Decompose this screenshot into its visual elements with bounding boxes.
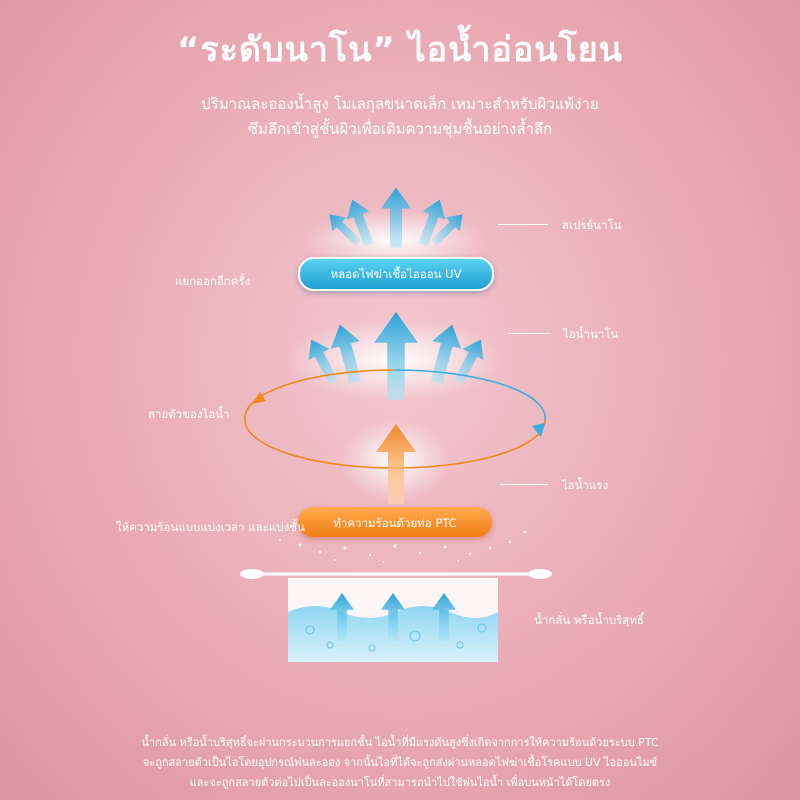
label-nano-steam: ไอน้ำนาโน — [563, 327, 619, 341]
label-nano-spray: สเปรย์นาโน — [562, 218, 622, 232]
label-heating-side: ให้ความร้อนแบบแบ่งเวลา และแบ่งชั้น — [116, 520, 305, 534]
subtitle-line-2: ซึมลึกเข้าสู่ชั้นผิวเพื่อเติมความชุ่มชื้… — [247, 120, 553, 138]
cycle-arrowhead-orange — [252, 392, 266, 404]
label-steam-line: สายตัวของไอน้ำ — [148, 407, 230, 421]
label-water-source: น้ำกลั่น หรือน้ำบริสุทธิ์ — [534, 613, 644, 627]
uv-lamp-pill: หลอดไฟฆ่าเชื้อไอออน UV — [298, 257, 494, 291]
cycle-arc-left-top — [244, 369, 396, 421]
footer-line-1: น้ำกลั่น หรือน้ำบริสุทธิ์จะผ่านกระบวนการ… — [141, 736, 659, 749]
water-bubbles — [305, 623, 487, 652]
label-strong-steam: ไอน้ำแรง — [562, 478, 609, 492]
atomizer-tip-right — [528, 569, 552, 579]
steam-particles — [263, 528, 527, 563]
footer-line-2: จะถูกสลายตัวเป็นไอโดยอุปกรณ์พ่นละออง จาก… — [142, 756, 658, 769]
cycle-arrowhead-blue — [532, 423, 545, 437]
footer-line-3: และจะถูกสลายตัวต่อไปเป็นละอองนาโนที่สามา… — [189, 776, 611, 789]
subtitle-line-1: ปริมาณละอองน้ำสูง โมเลกุลขนาดเล็ก เหมาะส… — [201, 95, 599, 113]
page-title: “ระดับนาโน” ไอน้ำอ่อนโยน — [177, 30, 623, 70]
cycle-arc-left-bottom — [244, 419, 396, 469]
label-separate-again: แยกออกอีกครั้ง — [175, 274, 251, 288]
leader-strong-steam — [500, 484, 548, 485]
ptc-heater-pill: ทำความร้อนด้วยท่อ PTC — [298, 507, 492, 537]
leader-nano-steam — [508, 333, 550, 334]
cycle-arc-right-top — [394, 369, 546, 421]
leader-nano-spray — [498, 224, 548, 225]
atomizer-tip-left — [240, 569, 264, 579]
